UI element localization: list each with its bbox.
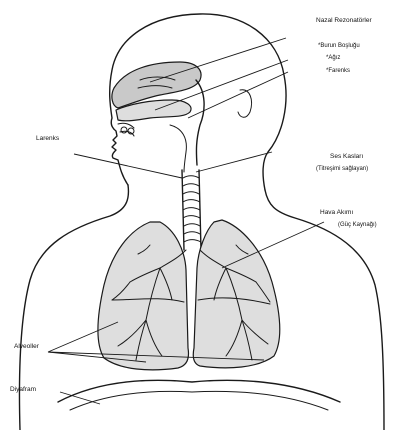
leader-vocal-folds: [196, 152, 272, 172]
label-pharynx: *Farenks: [326, 68, 350, 74]
leader-nasal-cavity: [150, 38, 286, 82]
diaphragm-inner: [70, 391, 328, 410]
left-lung: [98, 222, 189, 370]
label-sinuses: *Ağız: [326, 55, 340, 61]
tongue-tip-left: [121, 127, 127, 133]
label-nasal-resonators: Nazal Rezonatörler: [316, 17, 372, 24]
trachea: [182, 170, 201, 250]
pharynx-wall-front: [170, 125, 186, 172]
label-diaphragm: Diyafram: [10, 386, 36, 393]
label-larynx: Larenks: [36, 135, 60, 142]
label-vocal-folds: Ses Kasları: [330, 153, 363, 160]
label-alveoli: Alveoller: [14, 343, 40, 350]
right-lung: [193, 220, 280, 368]
leader-larynx: [74, 154, 182, 178]
label-airflow: Hava Akımı: [320, 209, 353, 216]
diaphragm: [58, 380, 340, 402]
label-airflow-note: (Güç Kaynağı): [338, 222, 377, 228]
label-vocal-folds-note: (Titreşimi sağlayan): [316, 166, 368, 172]
label-nasal-cavity: *Burun Boşluğu: [318, 43, 360, 49]
